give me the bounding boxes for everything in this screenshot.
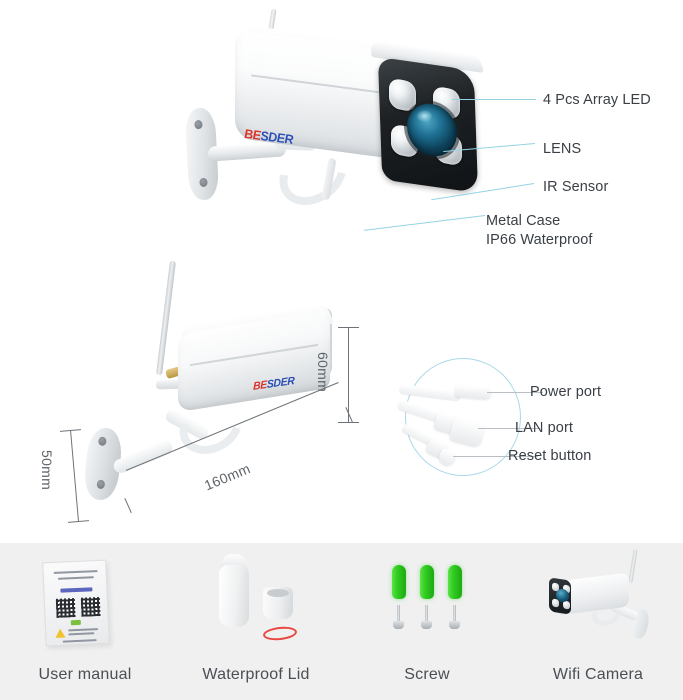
mini-camera-antenna [628, 548, 638, 584]
accessory-user-manual: User manual [0, 543, 170, 700]
mount-arm [111, 438, 175, 476]
wall-anchor-1 [392, 565, 406, 599]
hero-camera-illustration: BESDER [175, 8, 505, 233]
accessory-label-user-manual: User manual [38, 666, 132, 683]
screw-shaft-2 [425, 605, 428, 623]
antenna [156, 260, 176, 376]
accessories-strip: User manual Waterproof Lid Screw [0, 543, 683, 700]
screw-shaft-1 [397, 605, 400, 623]
lid-collar-opening [267, 589, 289, 597]
callout-power-port: Power port [530, 384, 602, 400]
accessory-wifi-camera: Wifi Camera [513, 543, 683, 700]
dim-cap-height-top [338, 327, 359, 329]
callout-metal-case: Metal Case [486, 213, 561, 229]
accessory-label-waterproof-lid: Waterproof Lid [202, 666, 310, 683]
mini-camera-lens [556, 588, 569, 603]
screw-head-3 [449, 621, 460, 629]
wall-anchor-3 [448, 565, 462, 599]
dim-cap-depth-bottom [67, 520, 90, 524]
leader-line-array-led [452, 99, 536, 100]
callout-metal-case-line2: IP66 Waterproof [486, 232, 593, 248]
brand-logo-be: BE [244, 126, 261, 144]
callout-ir-sensor: IR Sensor [543, 179, 609, 195]
screw-head-1 [393, 621, 404, 629]
callout-array-led: 4 Pcs Array LED [543, 92, 651, 108]
callout-lens: LENS [543, 141, 582, 157]
ports-circle-outline [405, 358, 521, 476]
accessory-label-screw: Screw [404, 666, 450, 683]
dim-label-depth: 50mm [39, 450, 55, 491]
leader-line-lan-port [478, 428, 540, 429]
accessory-label-wifi-camera: Wifi Camera [552, 666, 644, 683]
dim-line-height [348, 327, 350, 423]
callout-reset-button: Reset button [508, 448, 592, 464]
leader-line-power-port [487, 392, 543, 393]
o-ring-seal [262, 625, 298, 642]
callout-lan-port: LAN port [515, 420, 574, 436]
dim-cap-height-bottom [338, 422, 359, 424]
wall-anchor-2 [420, 565, 434, 599]
leader-line-reset-button [453, 456, 538, 457]
screw-shaft-3 [453, 605, 456, 623]
accessory-waterproof-lid: Waterproof Lid [171, 543, 341, 700]
accessory-screw: Screw [342, 543, 512, 700]
lid-body [219, 565, 249, 627]
cable-ports-diagram [396, 358, 525, 480]
user-manual-booklet [42, 559, 110, 647]
screw-head-2 [421, 621, 432, 629]
dimension-camera-illustration: BESDER [60, 250, 350, 510]
brand-logo-be: BE [253, 378, 267, 393]
